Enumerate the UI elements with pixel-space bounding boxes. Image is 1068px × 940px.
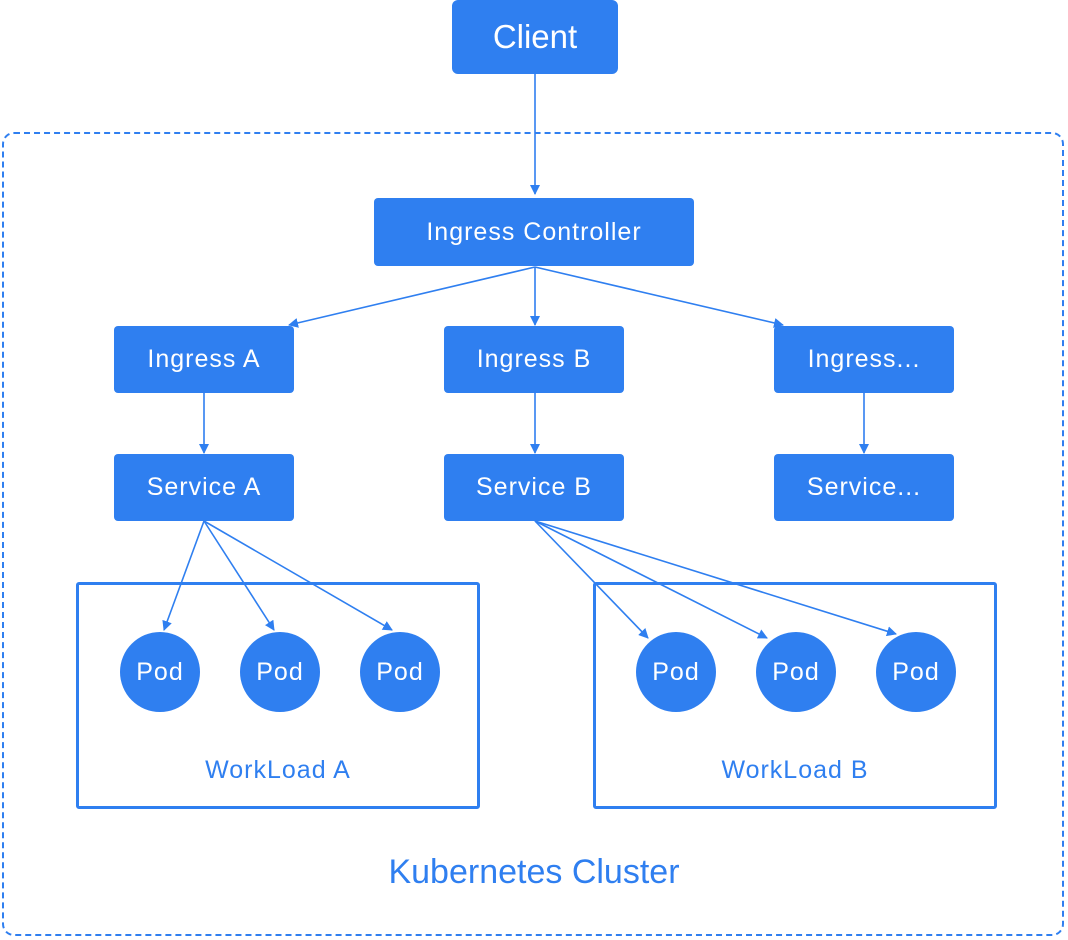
client-node: Client (452, 0, 618, 74)
edge-service-b-to-pod-b3 (534, 520, 897, 637)
edge-controller-to-ingress-a (288, 266, 536, 328)
kubernetes-cluster-boundary (2, 132, 1064, 936)
pod-a2: Pod (240, 632, 320, 712)
workload-a-label: WorkLoad A (205, 756, 351, 784)
pod-a1: Pod (120, 632, 200, 712)
service-b-node: Service B (444, 454, 624, 521)
pod-b1: Pod (636, 632, 716, 712)
pod-b2: Pod (756, 632, 836, 712)
service-a-node: Service A (114, 454, 294, 521)
edge-service-b-to-pod-b1 (534, 520, 649, 639)
edge-controller-to-ingress-more (534, 266, 784, 328)
pod-b3: Pod (876, 632, 956, 712)
ingress-more-node: Ingress... (774, 326, 954, 393)
ingress-a-node: Ingress A (114, 326, 294, 393)
edge-service-a-to-pod-a2 (203, 520, 275, 631)
edge-service-b-to-pod-b2 (534, 520, 768, 639)
workload-a-box (76, 582, 480, 809)
pod-a3: Pod (360, 632, 440, 712)
workload-b-box (593, 582, 997, 809)
ingress-controller-node: Ingress Controller (374, 198, 694, 266)
workload-b-label: WorkLoad B (721, 756, 869, 784)
cluster-label: Kubernetes Cluster (388, 853, 680, 891)
edge-service-a-to-pod-a3 (203, 520, 393, 631)
edge-service-a-to-pod-a1 (162, 520, 205, 631)
service-more-node: Service... (774, 454, 954, 521)
ingress-b-node: Ingress B (444, 326, 624, 393)
